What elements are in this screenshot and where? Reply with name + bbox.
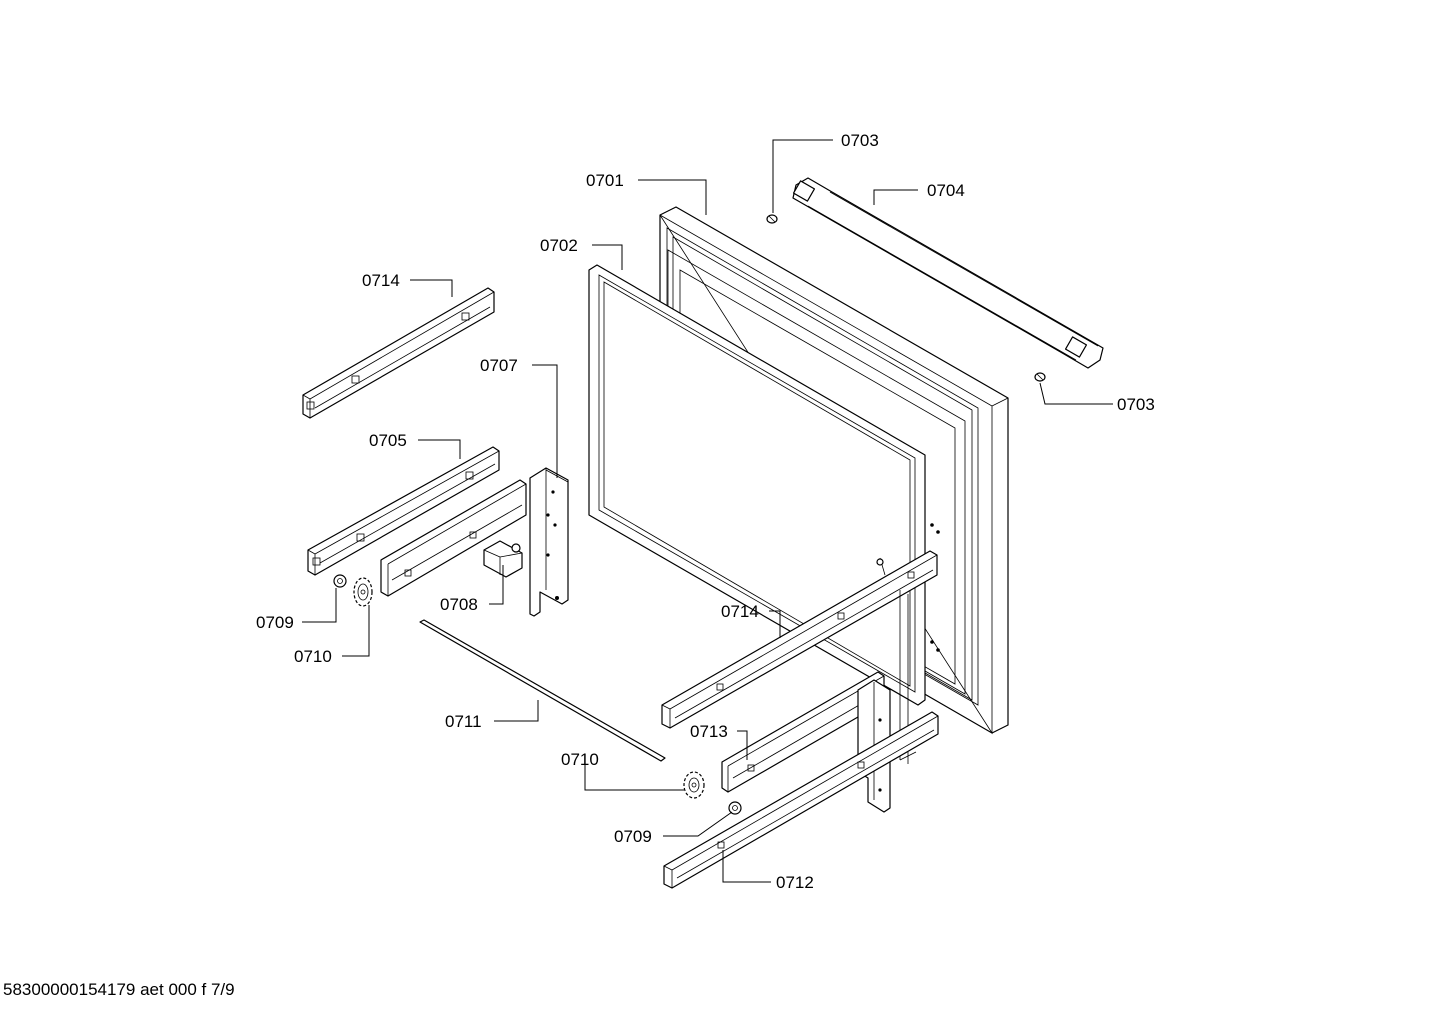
part-0707-bracket-left	[380, 467, 569, 617]
label-0714-right: 0714	[721, 602, 759, 621]
part-0703-screw-right	[1034, 372, 1046, 382]
part-0708-latch	[483, 540, 523, 578]
part-0709-nut-bottom	[728, 801, 742, 815]
label-0707: 0707	[480, 356, 518, 375]
label-0709-left: 0709	[256, 613, 294, 632]
label-0710-left: 0710	[294, 647, 332, 666]
label-0703-right: 0703	[1117, 395, 1155, 414]
label-0705: 0705	[369, 431, 407, 450]
label-0703-top: 0703	[841, 131, 879, 150]
part-0710-gear-left	[353, 577, 373, 607]
label-0702: 0702	[540, 236, 578, 255]
part-0702-door-seal	[588, 264, 926, 706]
label-0711: 0711	[445, 712, 482, 731]
label-0714-top: 0714	[362, 271, 400, 290]
leader-lines	[302, 139, 1113, 883]
part-0711-rod	[419, 619, 666, 762]
label-0709-bottom: 0709	[614, 827, 652, 846]
part-0709-nut-left	[333, 574, 347, 588]
label-0710-bottom: 0710	[561, 750, 599, 769]
label-0708: 0708	[440, 595, 478, 614]
part-0704-handle-bar	[792, 177, 1104, 369]
part-0712-rail-bottom	[663, 711, 939, 889]
part-0714-rail-upper-left	[302, 287, 495, 419]
document-id: 58300000154179 aet 000 f 7/9	[3, 980, 235, 999]
part-0705-rail-left	[307, 446, 500, 576]
part-0703-screw-top	[766, 214, 778, 224]
part-labels: 0701 0702 0703 0703 0704 0714 0705 0707 …	[256, 131, 1155, 892]
part-0714-rail-right	[661, 550, 938, 729]
label-0713: 0713	[690, 722, 728, 741]
label-0712: 0712	[776, 873, 814, 892]
label-0701: 0701	[586, 171, 624, 190]
part-0710-gear-bottom	[683, 771, 705, 799]
label-0704: 0704	[927, 181, 965, 200]
